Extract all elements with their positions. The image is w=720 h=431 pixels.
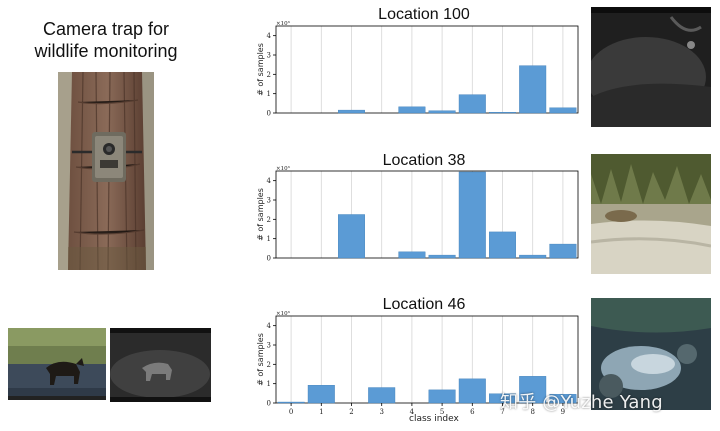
y-axis-label: # of samples	[256, 43, 265, 96]
bar	[398, 251, 426, 259]
watermark-text: 知乎 @Yuzhe Yang	[500, 392, 663, 413]
bar	[428, 389, 456, 404]
y-tick-label: 4	[267, 32, 272, 40]
camera-trap-title-line1: Camera trap for	[42, 19, 170, 39]
bar	[277, 401, 305, 404]
y-tick-label: 2	[267, 361, 271, 369]
y-scale-label: ×10³	[276, 165, 290, 172]
bobcat-day-photo	[8, 328, 106, 400]
x-axis-label: class index	[409, 414, 459, 424]
bar	[549, 243, 577, 259]
y-scale-label: ×10³	[276, 20, 290, 27]
bar	[519, 65, 547, 114]
camera-trap-title: Camera trap for wildlife monitoring	[0, 18, 212, 62]
bar	[489, 112, 516, 114]
x-tick-label: 0	[289, 408, 293, 416]
location-38-photo	[591, 154, 711, 274]
y-tick-label: 0	[267, 400, 271, 408]
bar	[489, 231, 516, 259]
bar	[458, 378, 486, 404]
bar	[338, 109, 365, 114]
y-tick-label: 1	[267, 235, 271, 243]
y-tick-label: 1	[267, 90, 271, 98]
y-tick-label: 2	[267, 71, 271, 79]
bobcat-night-photo	[110, 328, 211, 402]
location-100-bar-chart: 0 1 2 3 4 ×10³ # of samples	[256, 20, 579, 118]
location-46-title: Location 46	[382, 296, 466, 313]
location-38-title: Location 38	[382, 152, 466, 169]
y-tick-label: 4	[267, 322, 272, 330]
y-tick-label: 1	[267, 380, 271, 388]
bar	[428, 254, 456, 259]
bar	[428, 110, 456, 114]
x-tick-label: 4	[410, 408, 415, 416]
camera-trap-photo	[58, 72, 154, 270]
x-tick-label: 5	[440, 408, 444, 416]
x-tick-label: 3	[379, 408, 383, 416]
x-tick-label: 6	[470, 408, 475, 416]
y-tick-label: 2	[267, 216, 271, 224]
y-tick-label: 0	[267, 255, 271, 263]
location-46-bar-chart: 0 1 2 3 4 ×10³ # of samples 0 1 2 3 4 5 6 7 8 9	[256, 310, 579, 416]
y-tick-label: 3	[267, 197, 271, 205]
bar	[458, 94, 486, 114]
x-tick-label: 2	[349, 408, 353, 416]
plot-frame	[275, 170, 579, 259]
location-100-title: Location 100	[378, 6, 470, 23]
y-axis-label: # of samples	[256, 333, 265, 386]
y-axis-label: # of samples	[256, 188, 265, 241]
bar	[338, 214, 365, 259]
plot-frame	[275, 315, 579, 404]
location-46-photo	[591, 298, 711, 410]
bar	[368, 387, 396, 404]
bar	[549, 107, 577, 114]
y-scale-label: ×10³	[276, 310, 290, 317]
y-tick-label: 3	[267, 52, 271, 60]
x-tick-label: 7	[500, 408, 504, 416]
plot-frame	[275, 25, 579, 114]
x-tick-label: 8	[530, 408, 534, 416]
bar	[519, 254, 547, 259]
location-38-bar-chart: 0 1 2 3 4 ×10³ # of samples	[256, 165, 579, 263]
bar	[458, 171, 486, 259]
bar	[398, 106, 426, 114]
location-100-photo	[591, 7, 711, 127]
camera-trap-title-line2: wildlife monitoring	[34, 41, 178, 61]
bar	[519, 376, 547, 404]
bar	[307, 385, 335, 404]
y-tick-label: 3	[267, 342, 271, 350]
x-tick-label: 9	[561, 408, 565, 416]
x-tick-label: 1	[319, 408, 323, 416]
y-tick-label: 0	[267, 110, 271, 118]
y-tick-label: 4	[267, 177, 272, 185]
